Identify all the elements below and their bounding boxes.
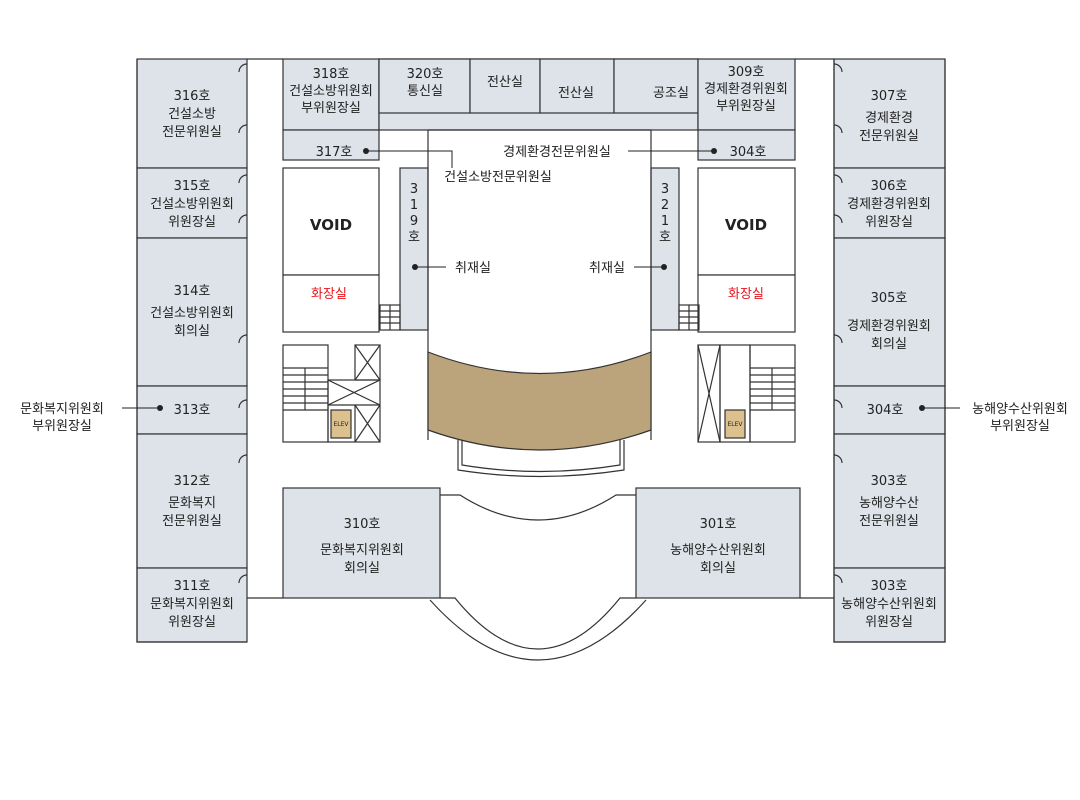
room-317[interactable] bbox=[282, 129, 380, 161]
room-304[interactable] bbox=[697, 129, 796, 161]
void-left bbox=[282, 167, 380, 276]
svg-text:VOID: VOID bbox=[310, 216, 352, 234]
room-314[interactable] bbox=[136, 237, 248, 387]
room-301[interactable] bbox=[635, 487, 801, 599]
svg-text:화장실: 화장실 bbox=[728, 287, 764, 302]
elevator-right-label: ELEV bbox=[727, 421, 743, 428]
svg-text:304호: 304호 bbox=[867, 403, 904, 418]
room-304-east[interactable] bbox=[833, 385, 946, 435]
elevator-left-label: ELEV bbox=[333, 421, 349, 428]
room-it-1[interactable] bbox=[469, 58, 541, 114]
room-303-chair[interactable] bbox=[833, 567, 946, 643]
room-310[interactable] bbox=[282, 487, 441, 599]
right-wing bbox=[833, 58, 946, 643]
room-312[interactable] bbox=[136, 433, 248, 569]
room-it-2[interactable] bbox=[539, 58, 615, 114]
svg-text:VOID: VOID bbox=[725, 216, 767, 234]
left-wing bbox=[136, 58, 248, 643]
svg-text:전산실: 전산실 bbox=[558, 86, 594, 101]
callout-press-right: 취재실 bbox=[589, 261, 625, 276]
toilet-left[interactable] bbox=[282, 274, 380, 333]
callout-press-left: 취재실 bbox=[455, 261, 491, 276]
room-311[interactable] bbox=[136, 567, 248, 643]
toilet-right[interactable] bbox=[697, 274, 796, 333]
svg-text:304호: 304호 bbox=[730, 145, 767, 160]
stair-elevator-left bbox=[282, 344, 381, 443]
svg-text:317호: 317호 bbox=[316, 145, 353, 160]
room-318[interactable] bbox=[282, 58, 380, 131]
top-row bbox=[282, 58, 796, 161]
stair-elevator-right bbox=[697, 344, 796, 443]
room-316[interactable] bbox=[136, 58, 248, 169]
room-315[interactable] bbox=[136, 167, 248, 239]
stage-ramp bbox=[457, 440, 625, 478]
callout-econ-expert: 경제환경전문위원실 bbox=[503, 145, 611, 160]
svg-text:전산실: 전산실 bbox=[487, 75, 523, 90]
stage bbox=[427, 351, 652, 451]
svg-text:313호: 313호 bbox=[174, 403, 211, 418]
svg-text:화장실: 화장실 bbox=[311, 287, 347, 302]
callout-fire-expert: 건설소방전문위원실 bbox=[444, 170, 552, 185]
room-320[interactable] bbox=[378, 58, 471, 114]
room-305[interactable] bbox=[833, 237, 946, 387]
doors bbox=[238, 63, 843, 584]
room-313[interactable] bbox=[136, 385, 248, 435]
room-hvac[interactable] bbox=[613, 58, 699, 114]
svg-text:공조실: 공조실 bbox=[653, 86, 689, 101]
void-right bbox=[697, 167, 796, 276]
outer-walls bbox=[136, 58, 946, 643]
entrance-arcs bbox=[247, 494, 834, 661]
small-stairs bbox=[379, 304, 700, 331]
